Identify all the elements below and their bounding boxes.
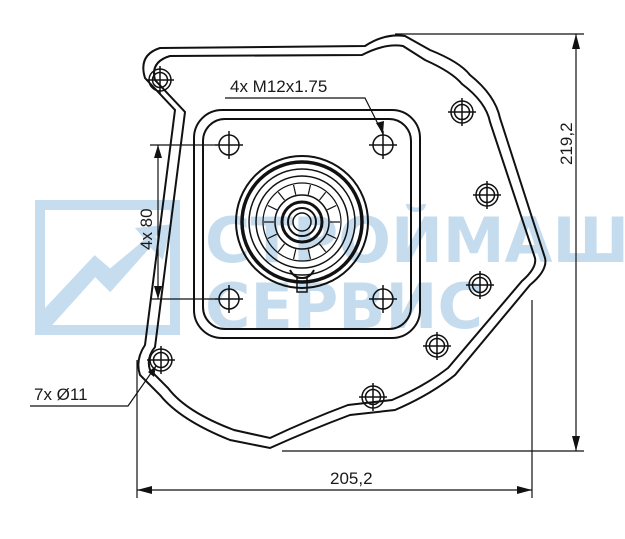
central-hub [235,155,369,293]
spline-tooth [277,243,286,253]
watermark-house-icon [35,200,180,335]
overall-height-label: 219,2 [557,122,576,165]
overall-height-dimension [282,33,584,452]
flange-outer-edge [137,34,547,450]
thread-callout: 4x M12x1.75 [225,77,384,135]
flange-outline [137,34,547,450]
boss-outer [193,109,421,339]
spline-tooth [267,233,278,240]
bolt-spacing-dimension [150,144,215,300]
bolt-spacing-label: 4x 80 [137,208,156,250]
spline-tooth [307,184,312,195]
hole-callout-label: 7x Ø11 [34,385,88,404]
mounting-holes [146,66,501,411]
threaded-hole [369,285,397,313]
spline-tooth [292,184,297,195]
hub-clip-tab [296,277,308,293]
threaded-hole [369,131,397,159]
threaded-hole [215,131,243,159]
spline-tooth [267,204,278,211]
mount-hole [147,346,175,374]
threaded-holes [215,131,397,313]
spline-tooth [318,191,327,201]
mount-hole [146,66,174,94]
overall-width-label: 205,2 [330,469,373,488]
spline-tooth [292,249,297,260]
flange-inner-edge [147,44,537,440]
hole-callout: 7x Ø11 [30,365,157,407]
square-boss [193,109,421,339]
spline-teeth [264,184,340,260]
overall-width-dimension [136,300,533,498]
threaded-hole [215,285,243,313]
mount-hole [473,181,501,209]
mount-hole [359,383,387,411]
watermark-line2: СЕРВИС [205,270,483,343]
boss-inner [202,118,412,330]
spline-tooth [326,233,337,240]
spline-tooth [318,243,327,253]
spline-tooth [277,191,286,201]
mount-hole [448,98,476,126]
spline-tooth [307,249,312,260]
thread-callout-label: 4x M12x1.75 [230,77,327,96]
mount-hole [466,271,494,299]
spline-tooth [326,204,337,211]
mount-hole [423,332,451,360]
